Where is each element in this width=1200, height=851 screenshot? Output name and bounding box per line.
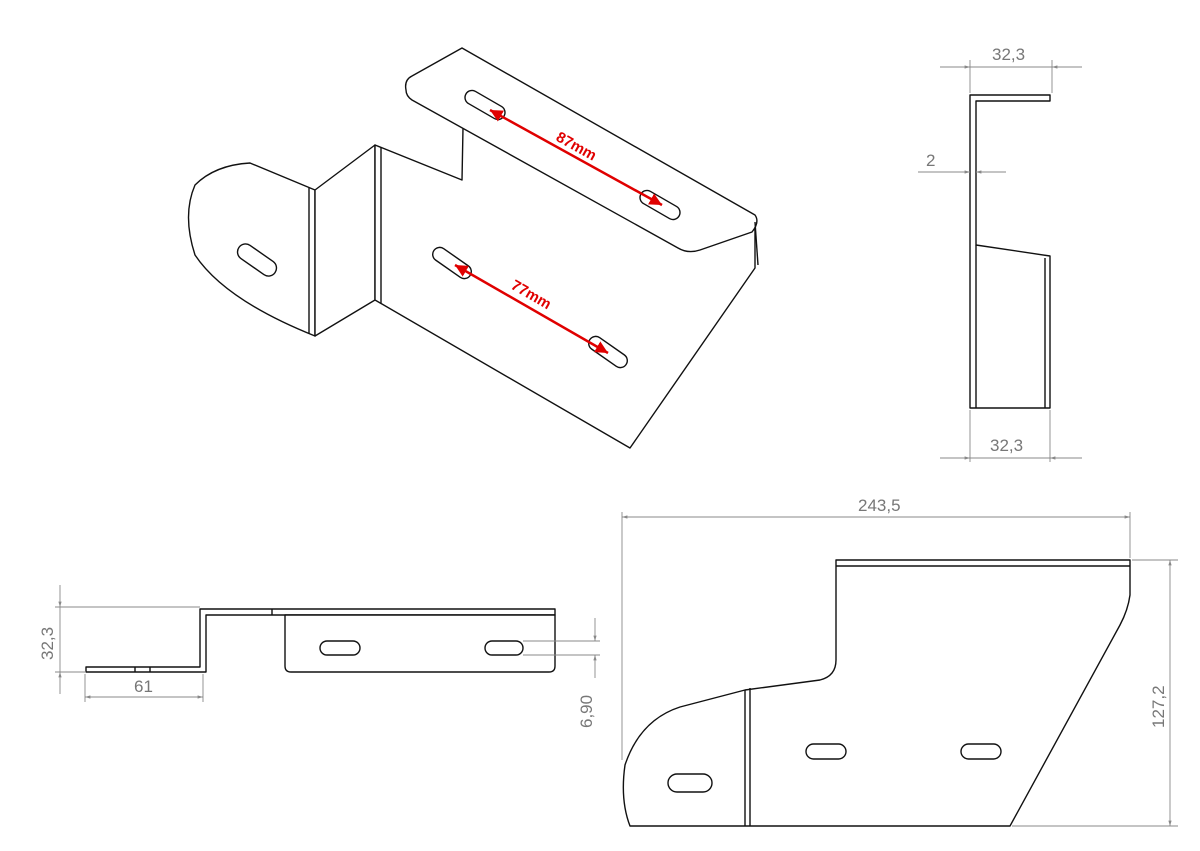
top-view: 32,3 61 6,90 [38,585,600,728]
side-top-width-label: 32,3 [992,45,1025,64]
side-view: 32,3 2 32,3 [918,45,1082,462]
front-view: 243,5 127,2 [621,496,1178,827]
flange-length-label: 61 [134,677,153,696]
overall-height-label: 127,2 [1149,685,1168,728]
side-slot-dimension-line [454,263,609,355]
thickness-label: 2 [926,151,935,170]
top-height-label: 32,3 [38,627,57,660]
top-slot-dimension-line [489,108,663,207]
left-plate [314,144,376,337]
overall-length-label: 243,5 [858,496,901,515]
slot-width-label: 6,90 [577,695,596,728]
side-bottom-width-label: 32,3 [990,436,1023,455]
isometric-view: 87mm 77mm [187,47,759,449]
